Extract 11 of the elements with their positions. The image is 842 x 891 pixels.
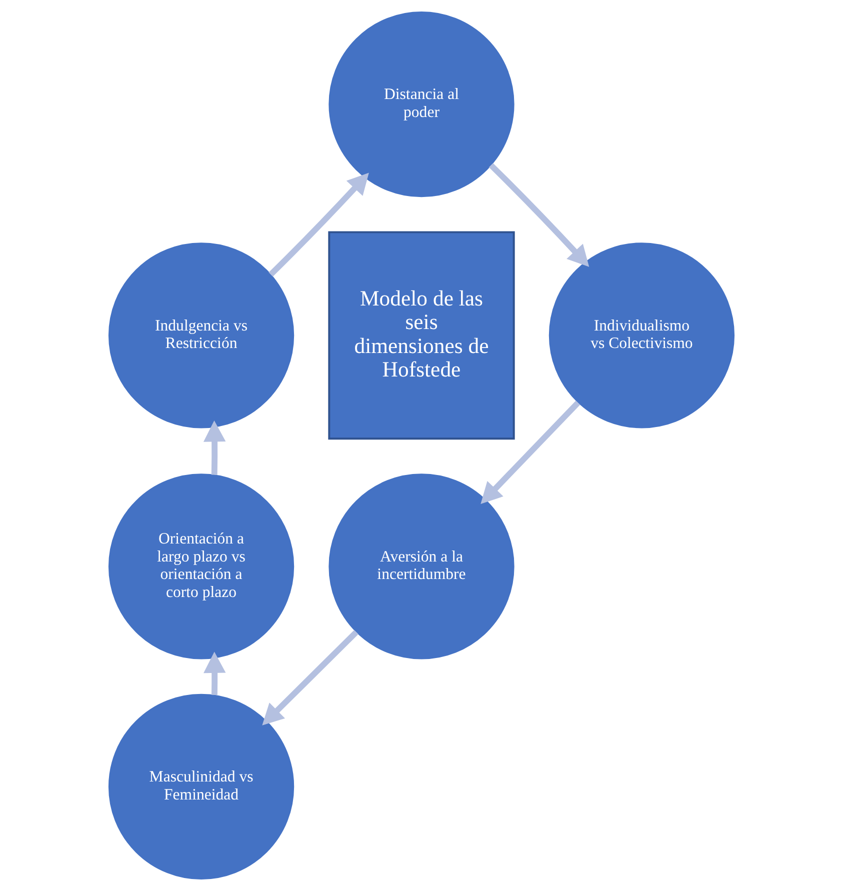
node-circle: Orientación a largo plazo vs orientación a corto plazo [108, 474, 294, 660]
arrow [262, 630, 358, 726]
arrow [488, 163, 589, 267]
node-circle: Indulgencia vs Restricción [108, 242, 294, 428]
node-box: Modelo de las seis dimensiones de Hofstede [328, 231, 514, 440]
node-circle: Masculinidad vs Femineidad [108, 694, 294, 880]
arrow [202, 420, 226, 475]
arrow [480, 400, 580, 504]
arrow [203, 652, 226, 696]
arrow [268, 172, 368, 277]
node-circle: Aversión a la incertidumbre [328, 474, 514, 660]
